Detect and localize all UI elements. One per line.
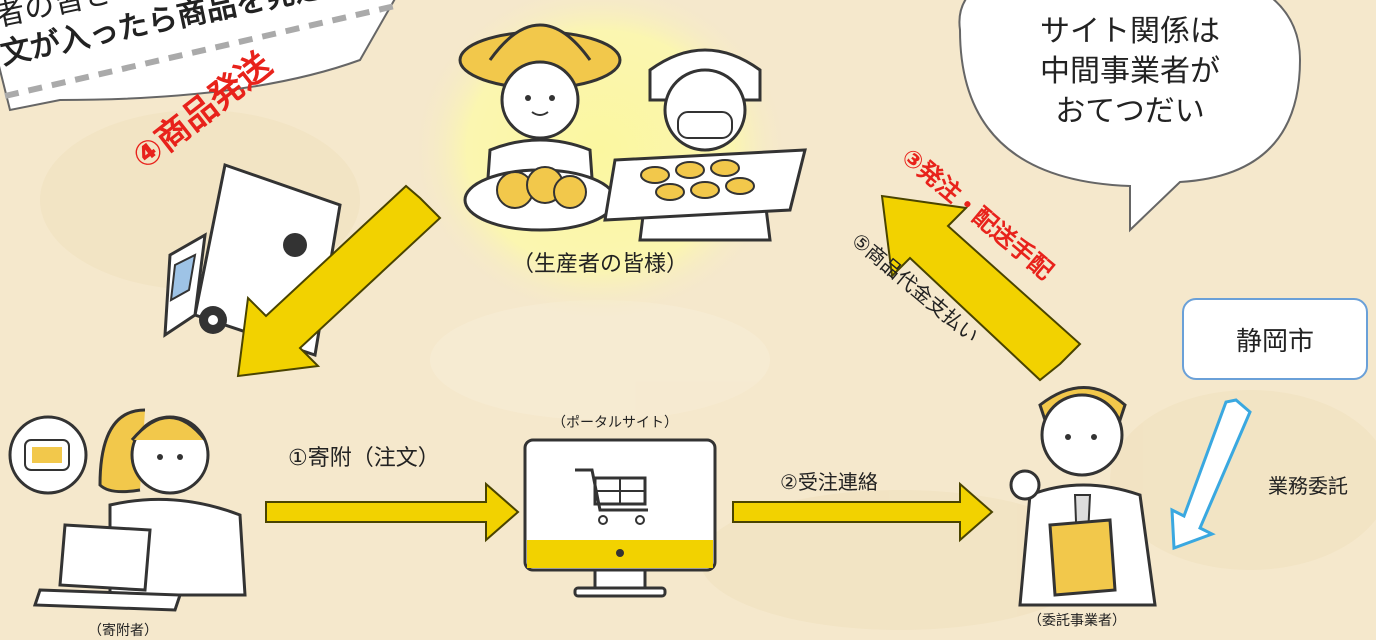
outsourcing-label: 業務委託 bbox=[1268, 474, 1348, 498]
arrow-order-dispatch bbox=[880, 194, 1082, 382]
speech-right-line1: サイト関係は bbox=[1040, 14, 1220, 49]
contractor-illustration bbox=[1009, 386, 1157, 607]
speech-bubble-right bbox=[958, 0, 1302, 233]
portal-label: （ポータルサイト） bbox=[552, 415, 678, 431]
portal-monitor-icon bbox=[523, 438, 717, 598]
speech-right-text: サイト関係は 中間事業者が おてつだい bbox=[980, 12, 1280, 132]
arrow-product-shipping bbox=[236, 184, 442, 378]
speech-right-line3: おてつだい bbox=[1055, 94, 1205, 129]
farmer-illustration bbox=[458, 23, 622, 232]
arrow-order-notice bbox=[732, 481, 994, 543]
baker-illustration bbox=[603, 48, 807, 242]
arrow-outsourcing bbox=[1170, 398, 1252, 551]
donor-label: （寄附者） bbox=[88, 623, 158, 639]
speech-right-line2: 中間事業者が bbox=[1040, 54, 1220, 89]
speech-bubble-left bbox=[0, 0, 396, 112]
city-label: 静岡市 bbox=[1235, 326, 1314, 357]
shizuoka-city-box: 静岡市 bbox=[1182, 298, 1368, 380]
step2-label: ②受注連絡 bbox=[780, 470, 878, 494]
contractor-label: （委託事業者） bbox=[1028, 613, 1126, 629]
step1-label: ①寄附（注文） bbox=[288, 446, 440, 471]
arrow-donation-order bbox=[265, 481, 520, 543]
donor-illustration bbox=[8, 408, 247, 612]
producers-label: （生産者の皆様） bbox=[512, 252, 689, 277]
